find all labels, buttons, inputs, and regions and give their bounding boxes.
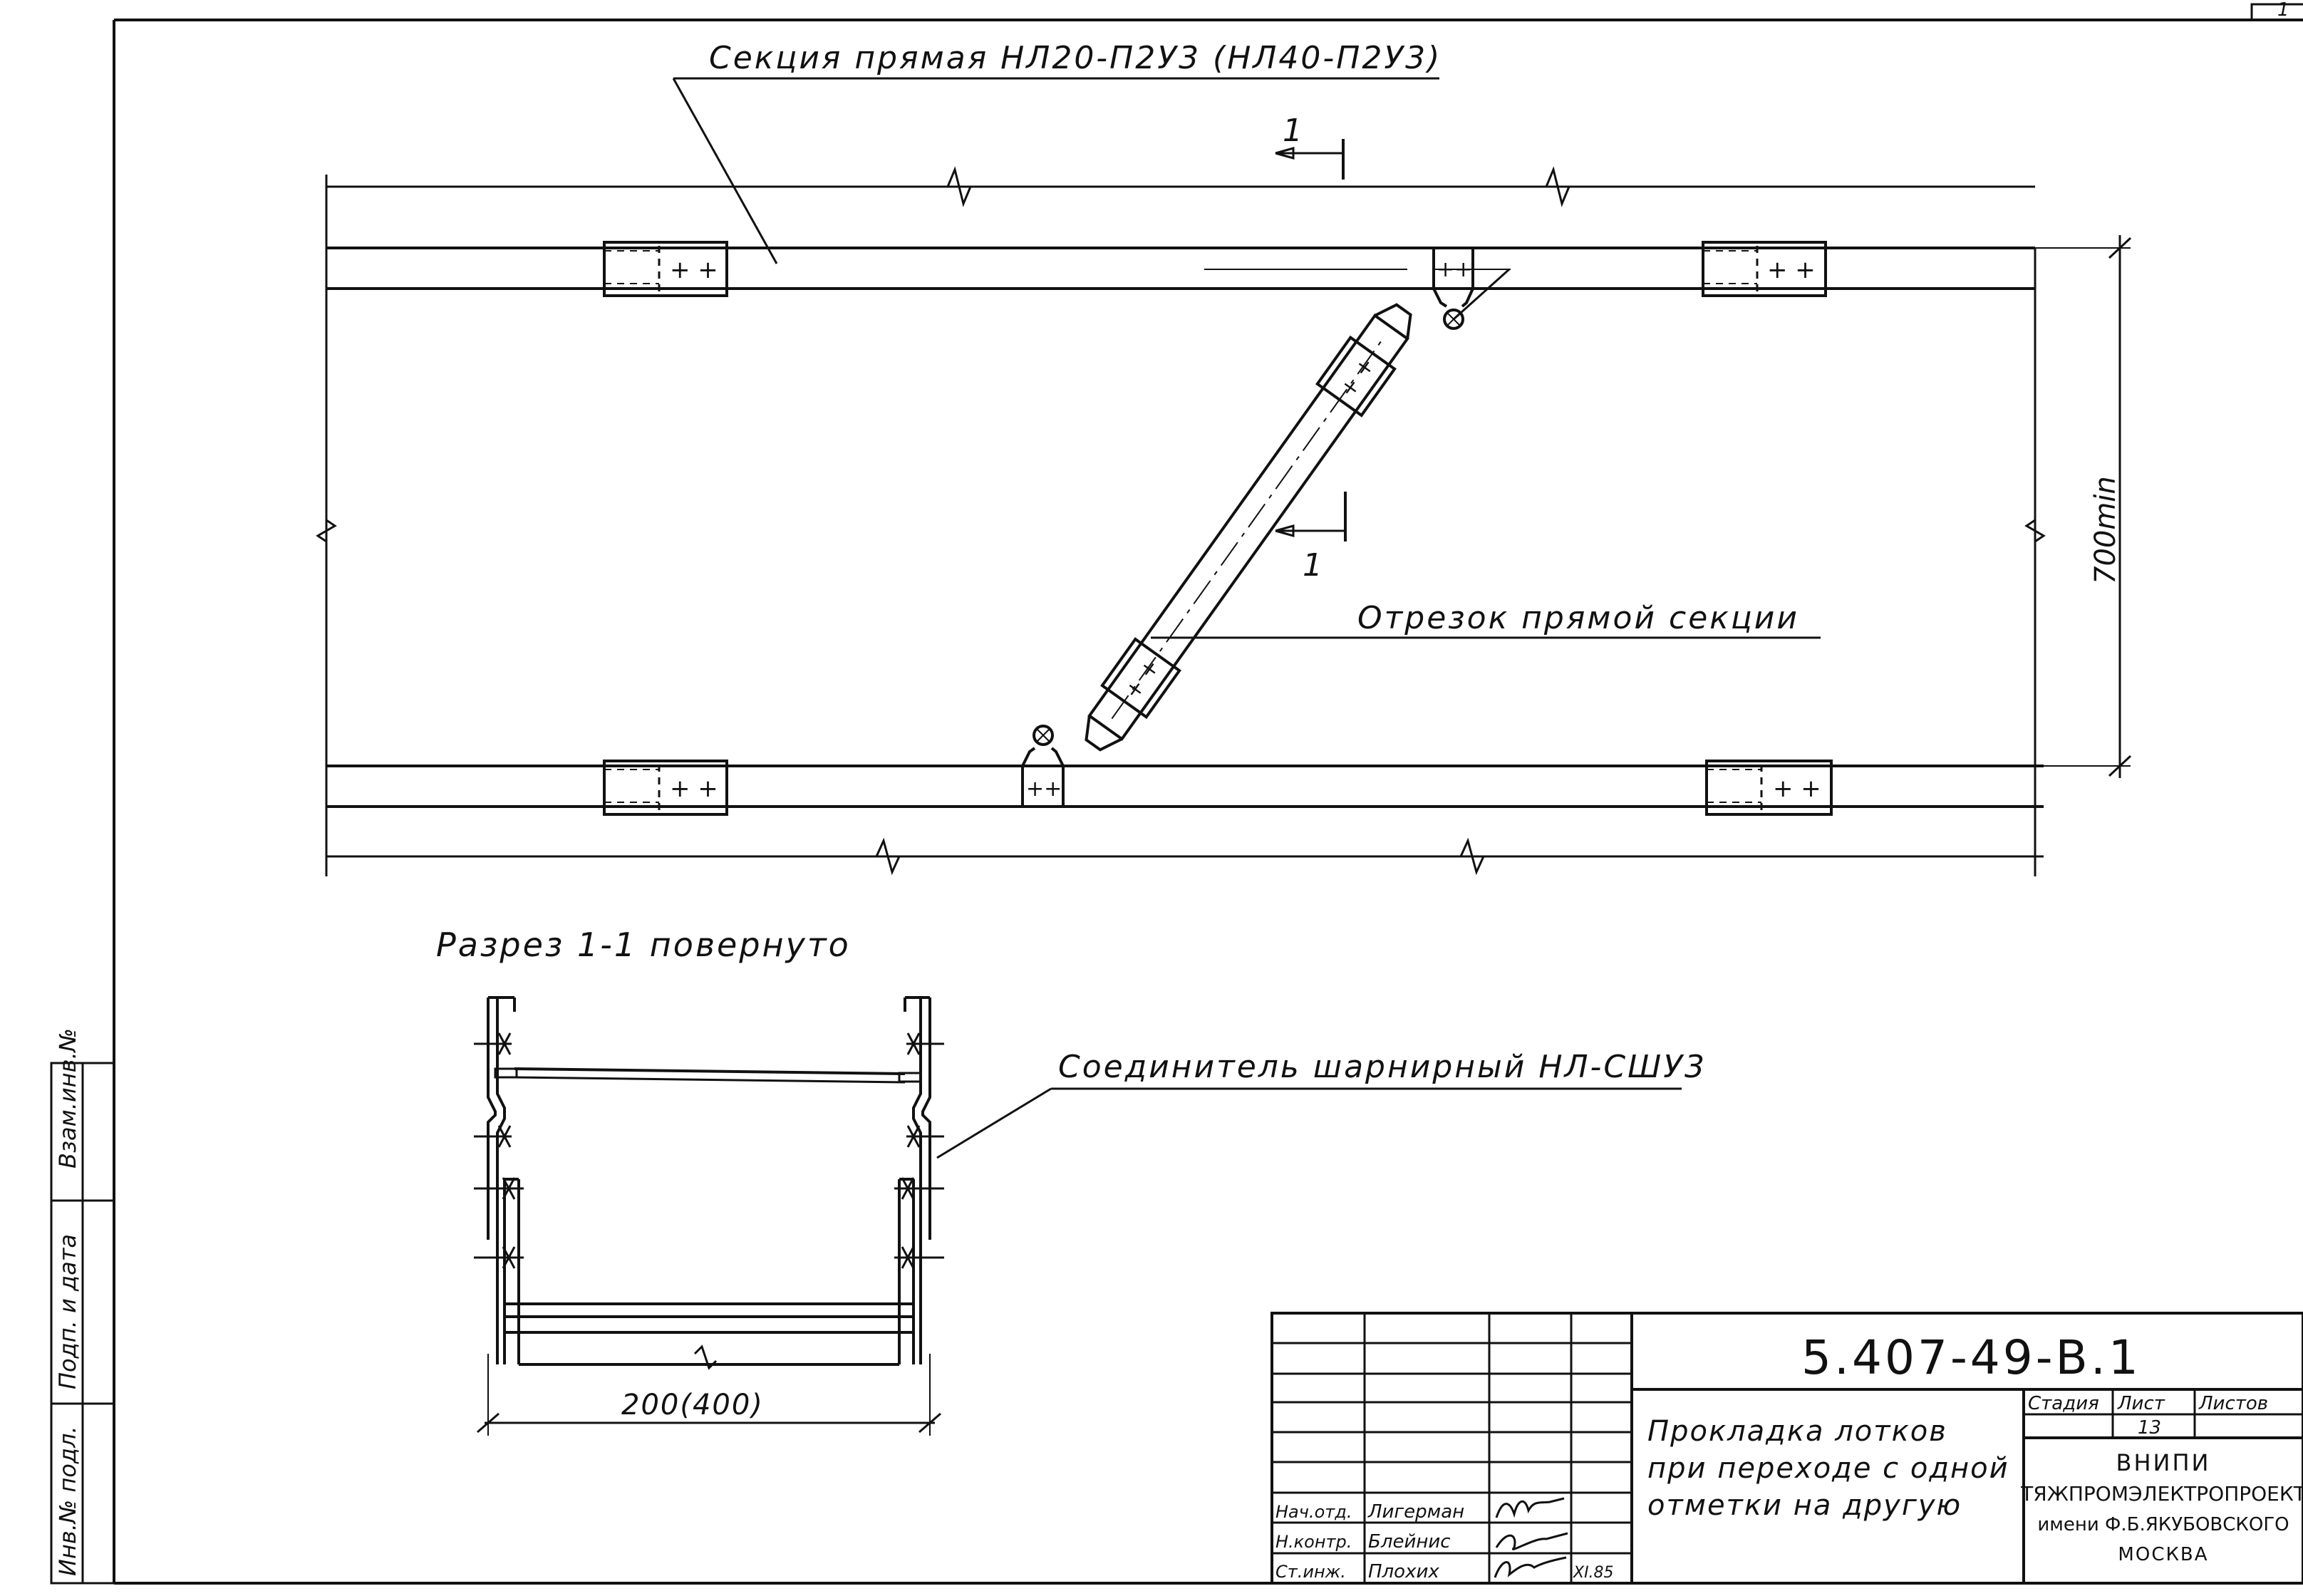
section-upper-bottom [494, 1067, 922, 1084]
section-mark-top: 1 [1275, 113, 1345, 180]
section-right-wall [894, 996, 944, 1364]
callout-segment: Отрезок прямой секции [1357, 600, 1799, 636]
side-stamp-signature-date: Подп. и дата [54, 1234, 81, 1389]
bolt-mark: ++ [1026, 777, 1062, 802]
title-line-1: Прокладка лотков [1647, 1415, 1947, 1448]
dimension-700-label: 700min [2089, 476, 2122, 584]
joint-plate: + + [603, 760, 728, 816]
section-number: 1 [1303, 547, 1323, 584]
role-head: Нач.отд. [1275, 1502, 1352, 1522]
date-senior-engineer: XI.85 [1573, 1564, 1614, 1582]
bolt-mark: ++ [1437, 257, 1472, 282]
callout-straight-section: Секция прямая НЛ20-П2У3 (НЛ40-П2У3) [709, 40, 1442, 76]
bolt-mark: + + [1773, 774, 1821, 803]
dimension-top [325, 166, 2035, 249]
section-number: 1 [1283, 113, 1303, 149]
joint-plate: + + [1705, 760, 1833, 816]
org-line-3: имени Ф.Б.ЯКУБОВСКОГО [2037, 1514, 2289, 1535]
section-left-wall [474, 996, 524, 1364]
section-lower-bottom [503, 1302, 915, 1370]
dimension-width-label: 200(400) [621, 1389, 764, 1421]
side-stamp: Взам.инв.№ Подп. и дата Инв.№ подл. [50, 1028, 115, 1585]
dimension-bottom [325, 784, 2044, 876]
dimension-left [316, 187, 337, 875]
role-norm-control: Н.контр. [1275, 1532, 1352, 1552]
sheets-header: Листов [2198, 1393, 2268, 1414]
dimension-width: 200(400) [477, 1354, 941, 1436]
bottom-tray: + + + + ++ [326, 725, 2044, 816]
section-view: Разрез 1-1 повернуто [436, 926, 1707, 1436]
hinge-bracket-top: ++ [1432, 247, 1474, 330]
name-head: Лигерман [1367, 1501, 1464, 1523]
callout-connector: Соединитель шарнирный НЛ-СШУ3 [1058, 1049, 1707, 1085]
sheet-header: Лист [2117, 1393, 2165, 1414]
section-title: Разрез 1-1 повернуто [436, 926, 851, 964]
bolt-mark: + + [670, 774, 718, 803]
bolt-mark: + + [670, 256, 718, 284]
stage-header: Стадия [2028, 1393, 2099, 1414]
doc-number: 5.407-49-В.1 [1801, 1330, 2141, 1385]
joint-plate: + + [1702, 241, 1827, 297]
diagonal-segment: + + + + [1085, 268, 1511, 752]
joint-plate: + + [603, 241, 728, 297]
side-stamp-replacement: Взам.инв.№ [54, 1028, 81, 1168]
name-norm-control: Блейнис [1368, 1531, 1451, 1553]
bolt-mark: + + [1767, 256, 1816, 284]
title-line-3: отметки на другую [1647, 1489, 1962, 1522]
org-line-4: МОСКВА [2118, 1544, 2208, 1565]
title-block: Нач.отд. Лигерман Н.контр. Блейнис Ст.ин… [1270, 1312, 2303, 1585]
org-line-2: ТЯЖПРОМЭЛЕКТРОПРОЕКТ [2020, 1482, 2303, 1506]
title-line-2: при переходе с одной [1647, 1452, 2009, 1485]
org-line-1: ВНИПИ [2116, 1449, 2211, 1476]
hinge-bracket-bottom: ++ [1021, 725, 1065, 808]
side-stamp-original-inv: Инв.№ подл. [54, 1426, 81, 1576]
top-tray: + + + + ++ [326, 113, 2035, 330]
corner-mark: 1 [2277, 0, 2289, 21]
dimension-700: 700min [2024, 235, 2132, 876]
section-mark-diagonal: 1 [1275, 492, 1347, 584]
signature [1494, 1497, 1568, 1578]
plan-view: Секция прямая НЛ20-П2У3 (НЛ40-П2У3) [316, 40, 2132, 876]
sheet-value: 13 [2138, 1417, 2161, 1439]
role-senior-engineer: Ст.инж. [1275, 1562, 1346, 1582]
name-senior-engineer: Плохих [1368, 1561, 1439, 1582]
